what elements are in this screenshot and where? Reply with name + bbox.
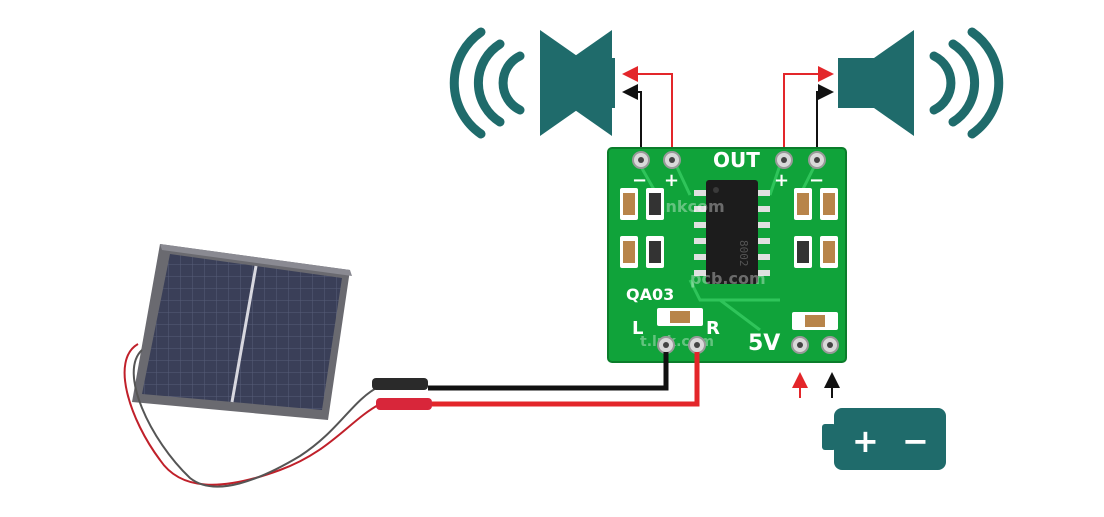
speaker-left-body [540, 30, 615, 136]
red-clip [376, 398, 432, 410]
watermark-a: lnkcom [660, 197, 725, 216]
solar-panel-icon [132, 244, 352, 420]
amplifier-board: OUT − + + − [607, 147, 847, 363]
plus-right-label: + [774, 170, 789, 191]
input-wires [428, 352, 700, 407]
power-arrows [792, 372, 840, 398]
minus-left-label: − [632, 170, 647, 191]
voltage-label: 5V [748, 331, 780, 356]
smd-components-left [620, 188, 664, 268]
solar-leads [123, 343, 432, 488]
battery-plus: + [852, 422, 879, 460]
amplifier-chip: 8002 [694, 180, 770, 284]
black-clip [372, 378, 428, 390]
chip-marking: 8002 [737, 240, 750, 267]
model-label: QA03 [626, 285, 674, 304]
plus-left-label: + [664, 170, 679, 191]
right-channel-label: R [706, 318, 720, 339]
speaker-right-icon [838, 27, 1004, 139]
smd-components-right [794, 188, 838, 268]
left-channel-label: L [632, 318, 643, 339]
watermark-b: pcb.com [690, 269, 766, 288]
speaker-wires [622, 66, 834, 160]
output-pads [632, 151, 826, 169]
battery-icon: + − [822, 408, 946, 470]
battery-minus: − [902, 422, 929, 460]
out-label: OUT [713, 148, 760, 172]
minus-right-label: − [809, 170, 824, 191]
